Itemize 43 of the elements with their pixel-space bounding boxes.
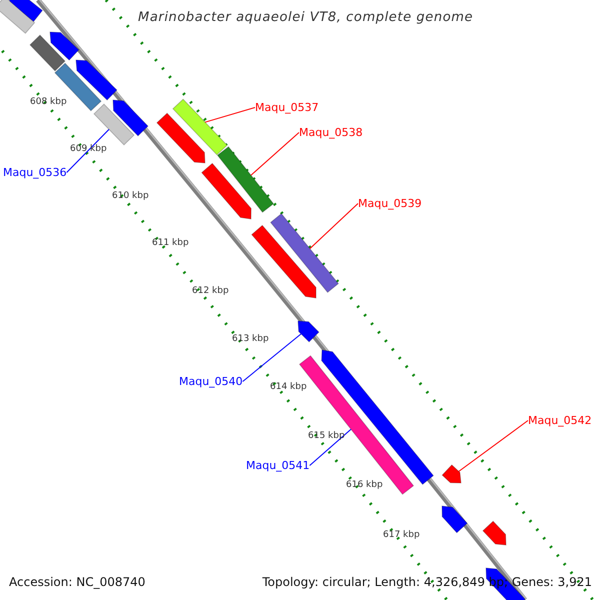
gene-block [442, 464, 462, 484]
diagram-title: Marinobacter aquaeolei VT8, complete genome [138, 11, 474, 24]
gene-label: Maqu_0539 [358, 198, 422, 209]
gene-block [29, 34, 66, 72]
gene-block [76, 60, 118, 101]
gene-label: Maqu_0537 [255, 102, 319, 113]
gene-block [8, 0, 43, 22]
leader-line [242, 333, 302, 382]
tick-label: 611 kbp [152, 239, 189, 248]
tick-label: 616 kbp [346, 481, 383, 490]
tick-label: 614 kbp [270, 383, 307, 392]
tick-label: 608 kbp [30, 98, 67, 107]
footer-text: Accession: NC_008740 [9, 576, 146, 588]
gene-block [442, 506, 468, 534]
leader-line [309, 203, 358, 250]
leader-line [204, 107, 256, 123]
tick-label: 615 kbp [308, 432, 345, 441]
tick-label: 613 kbp [232, 335, 269, 344]
tick-label: 609 kbp [70, 145, 107, 154]
gene-block [201, 162, 252, 220]
leader-line [458, 420, 528, 472]
gene-block [216, 146, 274, 213]
leader-line [250, 132, 300, 176]
gene-block [93, 104, 135, 146]
tick-label: 617 kbp [383, 531, 420, 540]
leader-line [66, 128, 110, 173]
footer-text: Topology: circular; Length: 4,326,849 bp; Genes: 3,921 [262, 576, 592, 588]
leader-line [309, 428, 352, 466]
gene-block [112, 100, 149, 136]
gene-block [482, 520, 506, 546]
gene-block [298, 320, 320, 342]
tick-label: 610 kbp [112, 192, 149, 201]
gene-block [156, 112, 206, 164]
gene-block [270, 213, 339, 293]
gene-block [172, 98, 228, 156]
gene-label: Maqu_0542 [528, 415, 592, 426]
gene-block [0, 0, 36, 34]
gene-label: Maqu_0538 [299, 127, 363, 138]
gene-block [251, 224, 316, 298]
tick-label: 612 kbp [192, 287, 229, 296]
gene-label: Maqu_0536 [3, 167, 67, 178]
gene-label: Maqu_0540 [179, 376, 243, 387]
gene-label: Maqu_0541 [246, 460, 310, 471]
